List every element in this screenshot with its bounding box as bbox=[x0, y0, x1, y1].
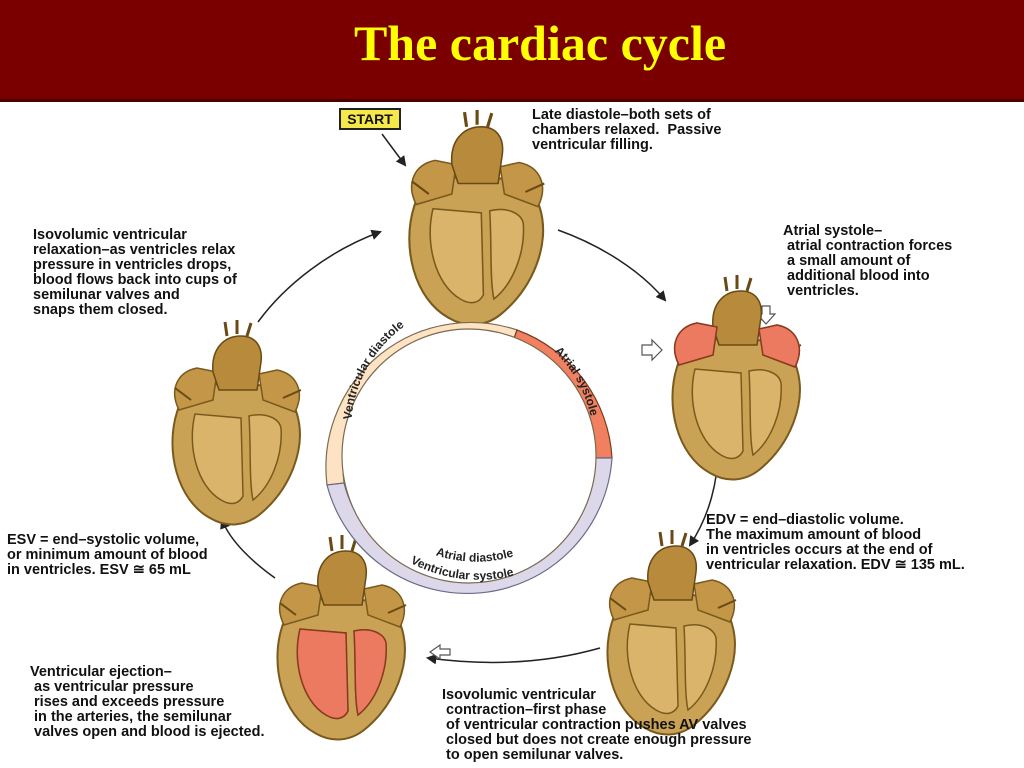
caption-ventricular-ejection: Ventricular ejection– as ventricular pre… bbox=[30, 664, 265, 740]
heart-late-diastole bbox=[407, 108, 546, 327]
phase-ring: Ventricular diastole Atrial systole Atri… bbox=[325, 317, 613, 595]
slide-title: The cardiac cycle bbox=[353, 15, 727, 71]
caption-isovolumic-relaxation: Isovolumic ventricular relaxation–as ven… bbox=[33, 227, 237, 318]
ring-label-atrial-diastole: Atrial diastole bbox=[435, 545, 515, 565]
caption-esv: ESV = end–systolic volume, or minimum am… bbox=[7, 532, 208, 578]
cardiac-cycle-diagram: Ventricular diastole Atrial systole Atri… bbox=[170, 108, 803, 741]
heart-atrial-systole bbox=[670, 273, 803, 481]
caption-late-diastole: Late diastole–both sets of chambers rela… bbox=[532, 107, 722, 153]
cycle-arrow-contraction-to-ejection bbox=[425, 647, 601, 665]
start-arrow bbox=[381, 133, 407, 167]
flow-arrow-atrial-systole-icon bbox=[641, 338, 663, 362]
heart-ventricular-ejection bbox=[275, 533, 408, 741]
start-badge: START bbox=[339, 108, 401, 130]
caption-edv: EDV = end–diastolic volume. The maximum … bbox=[706, 512, 965, 573]
title-bar: The cardiac cycle bbox=[0, 0, 1024, 102]
caption-atrial-systole: Atrial systole– atrial contraction force… bbox=[783, 223, 953, 299]
heart-isovolumic-relaxation bbox=[170, 318, 303, 526]
cycle-arrow-late-to-atrial-systole bbox=[557, 229, 667, 302]
flow-arrow-contraction-icon bbox=[428, 643, 451, 661]
cycle-arrow-ejection-to-relaxation bbox=[220, 518, 276, 579]
cycle-arrow-relaxation-to-late-diastole bbox=[257, 229, 382, 323]
caption-isovolumic-contraction: Isovolumic ventricular contraction–first… bbox=[442, 687, 752, 763]
